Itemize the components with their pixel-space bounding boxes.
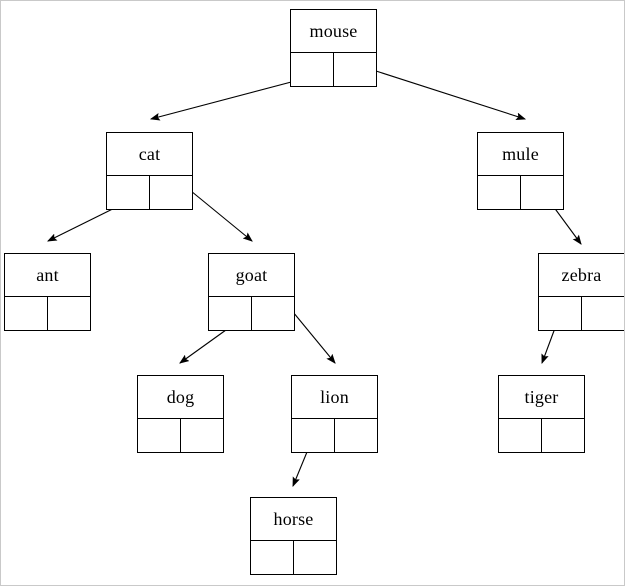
left-pointer-cell — [539, 297, 582, 330]
right-pointer-cell — [252, 297, 295, 330]
node-label: lion — [292, 376, 377, 419]
node-pointer-row — [138, 419, 223, 452]
node-label: goat — [209, 254, 294, 297]
edge-mouse-to-mule — [375, 70, 527, 120]
tree-node-cat[interactable]: cat — [106, 132, 193, 210]
right-pointer-cell — [335, 419, 378, 452]
tree-node-tiger[interactable]: tiger — [498, 375, 585, 453]
left-pointer-cell — [5, 297, 48, 330]
node-pointer-row — [499, 419, 584, 452]
node-label: dog — [138, 376, 223, 419]
tree-node-mule[interactable]: mule — [477, 132, 564, 210]
node-pointer-row — [478, 176, 563, 209]
right-pointer-cell — [334, 53, 377, 86]
tree-node-ant[interactable]: ant — [4, 253, 91, 331]
node-label: cat — [107, 133, 192, 176]
left-pointer-cell — [209, 297, 252, 330]
node-pointer-row — [291, 53, 376, 86]
edge-goat-to-lion — [292, 311, 336, 364]
tree-node-zebra[interactable]: zebra — [538, 253, 624, 331]
right-pointer-cell — [181, 419, 224, 452]
node-pointer-row — [107, 176, 192, 209]
node-pointer-row — [251, 541, 336, 574]
node-label: mouse — [291, 10, 376, 53]
right-pointer-cell — [150, 176, 193, 209]
left-pointer-cell — [107, 176, 150, 209]
tree-node-horse[interactable]: horse — [250, 497, 337, 575]
node-label: zebra — [539, 254, 624, 297]
node-pointer-row — [5, 297, 90, 330]
node-label: horse — [251, 498, 336, 541]
node-pointer-row — [292, 419, 377, 452]
right-pointer-cell — [542, 419, 585, 452]
left-pointer-cell — [292, 419, 335, 452]
right-pointer-cell — [582, 297, 625, 330]
tree-node-lion[interactable]: lion — [291, 375, 378, 453]
left-pointer-cell — [138, 419, 181, 452]
edge-cat-to-goat — [190, 190, 253, 242]
tree-node-goat[interactable]: goat — [208, 253, 295, 331]
node-pointer-row — [209, 297, 294, 330]
left-pointer-cell — [499, 419, 542, 452]
tree-node-mouse[interactable]: mouse — [290, 9, 377, 87]
node-label: tiger — [499, 376, 584, 419]
right-pointer-cell — [521, 176, 564, 209]
right-pointer-cell — [48, 297, 91, 330]
left-pointer-cell — [291, 53, 334, 86]
node-pointer-row — [539, 297, 624, 330]
node-label: mule — [478, 133, 563, 176]
left-pointer-cell — [478, 176, 521, 209]
left-pointer-cell — [251, 541, 294, 574]
tree-node-dog[interactable]: dog — [137, 375, 224, 453]
node-label: ant — [5, 254, 90, 297]
right-pointer-cell — [294, 541, 337, 574]
